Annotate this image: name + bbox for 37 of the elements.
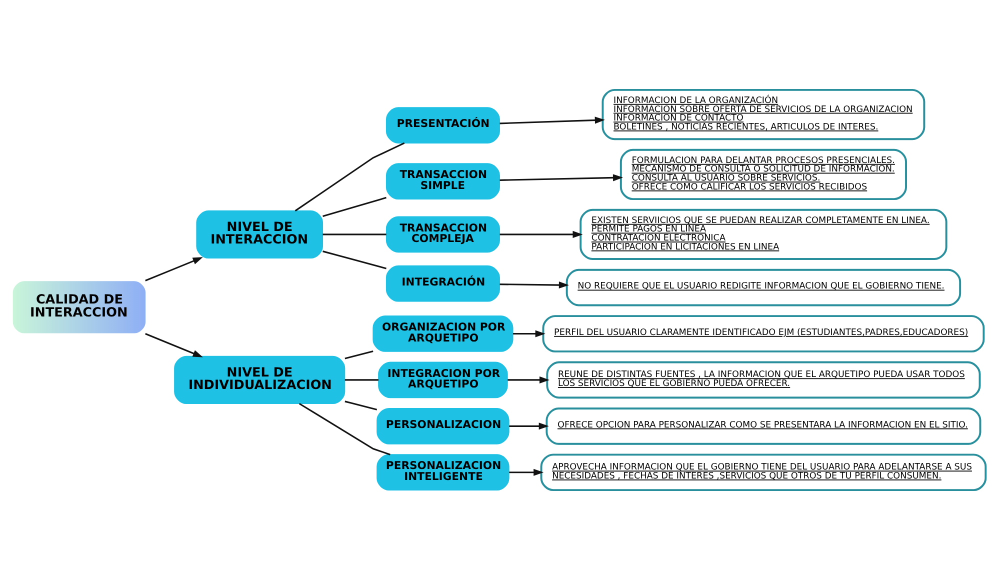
connector [298, 402, 390, 455]
node-box: NIVEL DE INTERACCION [196, 210, 324, 258]
node-box: PERFIL DEL USUARIO CLARAMENTE IDENTIFICADO EJM (ESTUDIANTES,PADRES,EDUCADORES) [542, 314, 985, 352]
node-box: INTEGRACION POR ARQUETIPO [378, 361, 508, 398]
connector [344, 350, 374, 359]
connector [322, 233, 386, 235]
node-box: INFORMACION DE LA ORGANIZACIÓN INFORMACION SOBRE OFERTA DE SERVICIOS DE LA ORGANIZACION INFORMACION DE CONTACTO BOLETINES , NOTICIAS RECIENTES, ARTICULOS DE INTERES. [602, 88, 926, 140]
arrow [145, 256, 203, 281]
arrow [145, 332, 203, 357]
node-box: PERSONALIZACION [376, 407, 510, 444]
connector [344, 400, 378, 410]
node-box: INTEGRACIÓN [386, 264, 500, 302]
connector [322, 250, 386, 269]
node-box: EXISTEN SERVIICIOS QUE SE PUEDAN REALIZAR COMPLETAMENTE EN LINEA. PERMITE PAGOS EN LINEA CONTRATACION ELECTRONICA PARTICIPACION EN LICITACIONES EN LINEA [580, 208, 948, 260]
connector [294, 142, 405, 211]
node-box: TRANSACCION SIMPLE [386, 162, 500, 200]
arrow [500, 116, 605, 124]
node-box: TRANSACCION COMPLEJA [386, 216, 500, 252]
connector [344, 378, 378, 380]
node-box: ORGANIZACION POR ARQUETIPO [372, 315, 514, 352]
arrow [500, 174, 624, 181]
arrow [500, 281, 569, 288]
node-box: NO REQUIERE QUE EL USUARIO REDIGITE INFORMACION QUE EL GOBIERNO TIENE. [566, 268, 962, 306]
connector [322, 196, 386, 217]
node-box: APROVECHA INFORMACION QUE EL GOBIERNO TIENE DEL USUARIO PARA ADELANTARSE A SUS NECESIDADES , FECHAS DE INTERES ,SERVICIOS QUE OTROS DE TU PERFIL CONSUMEN. [540, 453, 987, 491]
node-box: PRESENTACIÓN [386, 106, 500, 144]
node-box: REUNE DE DISTINTAS FUENTES , LA INFORMACION QUE EL ARQUETIPO PUEDA USAR TODOS LOS SERVICIOS QUE EL GOBIERNO PUEDA OFRECER. [546, 360, 981, 398]
arrow [500, 230, 583, 238]
node-box: OFRECE OPCION PARA PERSONALIZAR COMO SE PRESENTARA LA INFORMACION EN EL SITIO. [546, 406, 982, 444]
node-box: CALIDAD DE INTERACCION [12, 280, 147, 334]
arrow [513, 330, 546, 337]
arrow [509, 422, 549, 430]
arrow [508, 376, 550, 383]
node-box: NIVEL DE INDIVIDUALIZACION [174, 355, 346, 404]
node-box: FORMULACION PARA DELANTAR PROCESOS PRESENCIALES. MECANISMO DE CONSULTA O SOLICITUD DE INFORMACION. CONSULTA AL USUARIO SOBRE SERVICIOS. OFRECE COMO CALIFICAR LOS SERVICIOS RECIBIDOS [620, 148, 907, 200]
arrow [509, 468, 544, 476]
node-box: PERSONALIZACION INTELIGENTE [376, 454, 510, 490]
